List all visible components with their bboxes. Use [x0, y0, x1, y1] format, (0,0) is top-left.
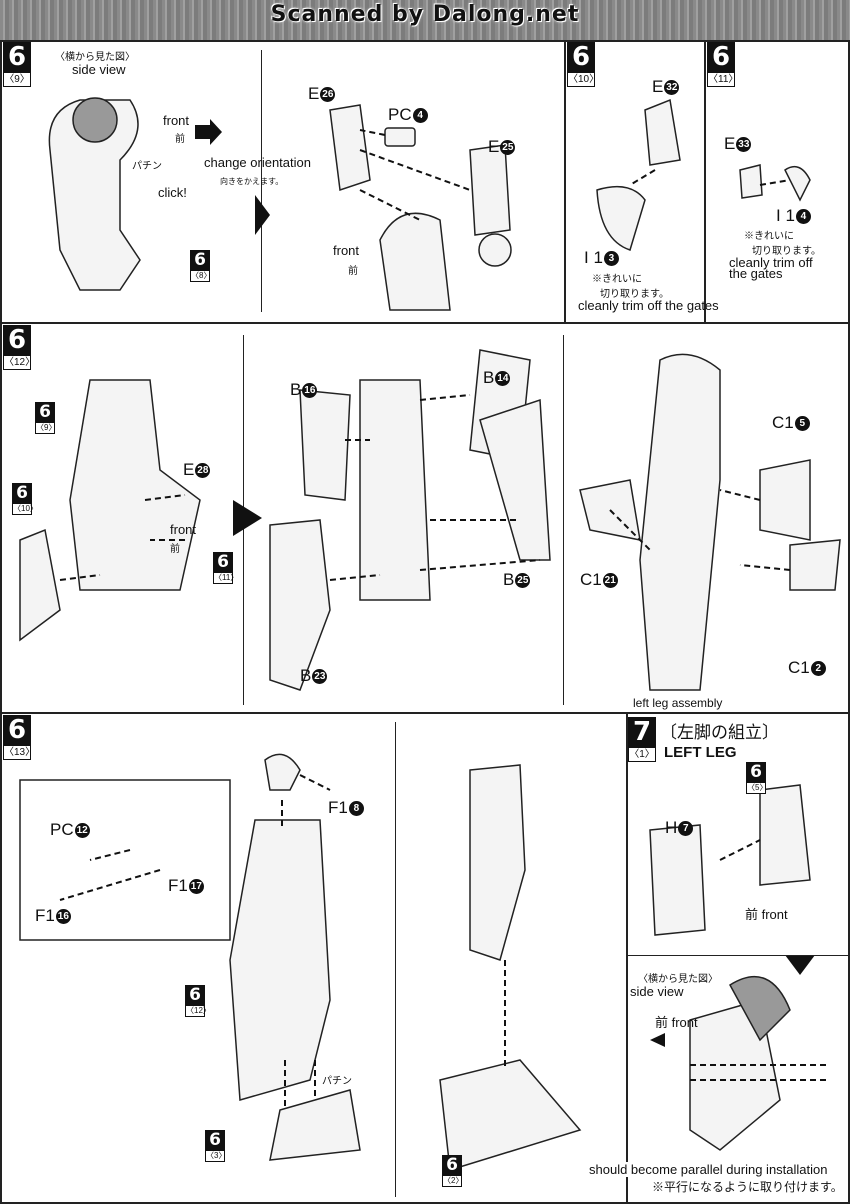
front-label: front — [163, 113, 190, 128]
divider — [261, 50, 262, 312]
click-jp-2: パチン — [322, 1076, 352, 1087]
divider — [0, 322, 850, 324]
divider — [0, 1202, 850, 1204]
ref-6-10-badge: 6〈10〉 — [12, 483, 38, 515]
side-view-label-2: side view — [630, 984, 684, 999]
divider — [0, 40, 2, 1204]
parallel-note-en: should become parallel during installati… — [589, 1162, 828, 1177]
step-6-10-badge: 6〈10〉 — [567, 42, 600, 87]
ref-6-9-badge: 6〈9〉 — [35, 402, 57, 434]
trim-note-2-en-1: cleanly trim off — [729, 255, 813, 270]
watermark-text: Scanned by Dalong.net — [270, 2, 580, 27]
divider — [564, 40, 566, 322]
divider — [563, 335, 564, 705]
change-orientation-jp: 向きをかえます。 — [220, 177, 284, 186]
watermark-header: Scanned by Dalong.net — [0, 0, 850, 42]
change-orientation-label: change orientation — [204, 155, 311, 170]
front-jp-3: 前 — [170, 544, 180, 555]
parallel-note-jp: ※平行になるように取り付けます。 — [652, 1180, 843, 1194]
step-6-12-badge: 6〈12〉 — [3, 325, 36, 370]
divider — [395, 722, 396, 1197]
divider — [628, 955, 848, 956]
divider — [848, 40, 850, 1204]
front-jp-2: 前 — [348, 266, 358, 277]
ref-6-3-badge: 6〈3〉 — [205, 1130, 227, 1162]
step-6-9-badge: 6〈9〉 — [3, 42, 31, 87]
side-view-jp: 〈横から見た図〉 — [55, 52, 135, 63]
ref-6-12-badge: 6〈12〉 — [185, 985, 211, 1017]
left-leg-assembly-label: left leg assembly — [633, 696, 723, 710]
front-label-4: 前 front — [745, 907, 788, 922]
click-label: click! — [158, 185, 187, 200]
front-label-2: front — [333, 243, 360, 258]
ref-6-8-badge: 6〈8〉 — [190, 250, 212, 282]
trim-note-jp-1: ※きれいに — [592, 274, 642, 285]
ref-6-5-badge: 6〈5〉 — [746, 762, 768, 794]
divider — [704, 40, 706, 322]
left-leg-title: LEFT LEG — [664, 744, 737, 761]
step-7-1-badge: 7〈1〉 — [628, 717, 656, 762]
front-label-5: 前 front — [655, 1015, 698, 1030]
step-6-11-badge: 6〈11〉 — [707, 42, 739, 87]
ref-6-2-badge: 6〈2〉 — [442, 1155, 464, 1187]
trim-note-jp-2: 切り取ります。 — [600, 289, 669, 300]
divider — [0, 712, 850, 714]
trim-note-en: cleanly trim off the gates — [578, 298, 719, 313]
front-jp: 前 — [175, 134, 185, 145]
ref-6-11-badge: 6〈11〉 — [213, 552, 239, 584]
trim-note-2-en-2: the gates — [729, 266, 783, 281]
front-label-3: front — [170, 522, 197, 537]
trim-note-2-jp-1: ※きれいに — [744, 231, 794, 242]
step-6-13-badge: 6〈13〉 — [3, 715, 36, 760]
click-jp: パチン — [132, 161, 162, 172]
left-leg-title-jp: 〔左脚の組立〕 — [660, 723, 779, 742]
trim-note-2-jp-2: 切り取ります。 — [752, 246, 821, 257]
divider — [626, 712, 628, 1204]
side-view-label: side view — [72, 62, 126, 77]
side-view-jp-2: 〈横から見た図〉 — [638, 974, 718, 985]
